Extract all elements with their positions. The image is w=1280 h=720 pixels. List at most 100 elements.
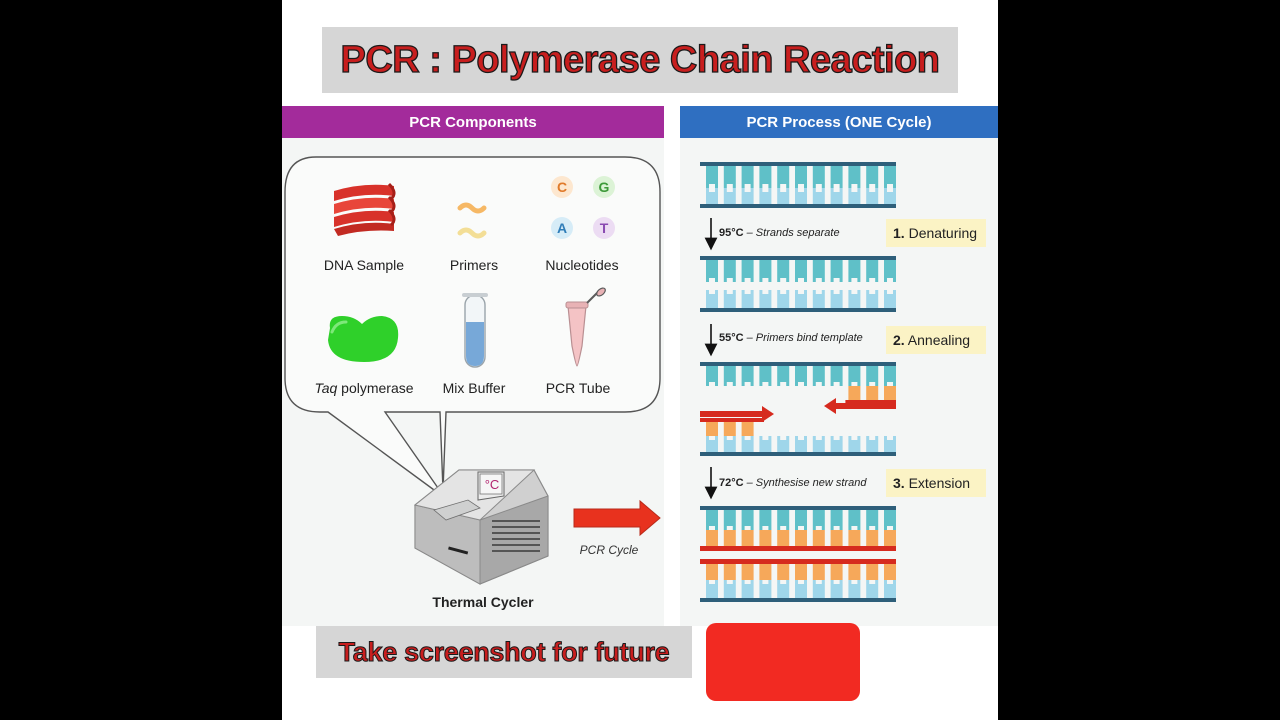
ext2-bottom-base-notch — [798, 580, 804, 584]
separated-top-base — [866, 260, 879, 282]
nucleotides-icon: C G A T — [551, 176, 615, 239]
primers-label: Primers — [450, 257, 498, 273]
strand-bottom-base-notch — [833, 188, 840, 192]
anneal-top-base-notch — [726, 382, 733, 386]
process-header: PCR Process (ONE Cycle) — [680, 106, 998, 138]
ext2-bottom-base-notch — [851, 580, 858, 584]
strand-top-base — [830, 166, 843, 188]
strand-top-base-notch — [887, 184, 893, 188]
anneal-bottom-base-notch — [833, 436, 840, 440]
separated-bottom-base — [777, 290, 790, 308]
nucleotide-c: C — [557, 179, 567, 195]
step-2-desc: – Primers bind template — [744, 332, 863, 344]
strand-top-base-notch — [709, 184, 715, 188]
ext2-bottom-backbone — [700, 598, 896, 602]
strand-top-base-notch — [869, 184, 876, 188]
separated-bottom-base — [795, 290, 807, 308]
ext1-new-base — [759, 530, 772, 546]
anneal-top-base-notch — [780, 382, 787, 386]
anneal-bottom-base-notch — [851, 436, 858, 440]
separated-top-base-notch — [851, 278, 858, 282]
separated-bottom-base — [884, 290, 896, 308]
separated-bottom-base-notch — [887, 290, 893, 294]
strand-top-base — [812, 166, 825, 188]
ext2-bottom-base-notch — [815, 580, 822, 584]
nucleotides-label: Nucleotides — [545, 257, 618, 273]
ext2-new-base — [777, 564, 790, 580]
separated-top-base — [884, 260, 896, 282]
separated-bottom-base-notch — [744, 290, 751, 294]
ext1-new-base — [741, 530, 754, 546]
strand-bottom-base-notch — [726, 188, 733, 192]
ext2-new-base — [795, 564, 807, 580]
strand-top-base — [848, 166, 861, 188]
anneal-bottom-base-notch — [762, 436, 769, 440]
primers-icon — [457, 202, 487, 239]
strand-top-base-notch — [726, 184, 733, 188]
strand-bottom-base-notch — [851, 188, 858, 192]
strand-top-base-notch — [815, 184, 822, 188]
strand-top-base-notch — [762, 184, 769, 188]
ext1-new-base — [866, 530, 879, 546]
separated-top-base-notch — [744, 278, 751, 282]
separated-top-base-notch — [762, 278, 769, 282]
separated-top-base-notch — [709, 278, 715, 282]
ext1-top-base-notch — [780, 526, 787, 530]
red-action-button[interactable] — [706, 623, 860, 701]
ext2-bottom-base — [706, 580, 718, 598]
pcr-diagram: DNA Sample Primers C G A T Nucleotides T… — [284, 156, 986, 610]
ext2-bottom-base-notch — [780, 580, 787, 584]
taq-rest: polymerase — [337, 380, 413, 396]
ext1-top-base — [848, 510, 861, 530]
taq-polymerase-label: Taq polymerase — [314, 380, 413, 396]
ext1-top-base — [866, 510, 879, 530]
thermal-cycler-label: Thermal Cycler — [432, 594, 534, 610]
ext1-new-base — [795, 530, 807, 546]
strand-top-base — [777, 166, 790, 188]
separated-bottom-base-notch — [709, 290, 715, 294]
separated-bottom-base — [759, 290, 772, 308]
ext2-new-backbone — [700, 559, 896, 564]
anneal-bottom-base-notch — [709, 436, 715, 440]
footer-text: Take screenshot for future — [338, 636, 670, 667]
anneal-bottom-primer-base — [741, 422, 754, 436]
separated-top-base — [706, 260, 718, 282]
anneal-top-base — [830, 366, 843, 386]
pcr-cycle-arrow — [573, 499, 661, 537]
anneal-bottom-base-notch — [815, 436, 822, 440]
separated-top-base-notch — [887, 278, 893, 282]
strand-bottom-backbone — [700, 204, 896, 208]
step-extension: 72°C – Synthesise new strand 3. Extensio… — [704, 467, 986, 500]
separated-bottom-base-notch — [798, 290, 804, 294]
footer-banner: Take screenshot for future — [316, 626, 692, 678]
ext2-new-base — [884, 564, 896, 580]
primer-arrow-left — [824, 398, 896, 414]
ext1-top-base-notch — [762, 526, 769, 530]
ext2-new-base — [723, 564, 736, 580]
step-3-text: 72°C – Synthesise new strand — [719, 477, 867, 489]
step-2-name: Annealing — [905, 332, 970, 348]
separated-top-base — [848, 260, 861, 282]
separated-bottom-base-notch — [869, 290, 876, 294]
ext2-new-base — [741, 564, 754, 580]
anneal-bottom-base-notch — [780, 436, 787, 440]
step-3-temp: 72°C — [719, 477, 744, 489]
ext1-top-base-notch — [833, 526, 840, 530]
strand-top-base-notch — [780, 184, 787, 188]
separated-bottom-base — [866, 290, 879, 308]
separated-bottom-backbone — [700, 308, 896, 312]
step-2-text: 55°C – Primers bind template — [719, 332, 863, 344]
strand-top-base — [795, 166, 807, 188]
step-3-name: Extension — [905, 475, 970, 491]
ext1-top-base-notch — [726, 526, 733, 530]
components-header: PCR Components — [282, 106, 664, 138]
anneal-bottom-primer-base — [723, 422, 736, 436]
separated-top-base — [795, 260, 807, 282]
strand-bottom-base-notch — [815, 188, 822, 192]
anneal-top-base — [741, 366, 754, 386]
ext1-top-base-notch — [744, 526, 751, 530]
primer-arrow-right — [700, 406, 774, 422]
ext1-top-base — [723, 510, 736, 530]
ext2-bottom-base-notch — [887, 580, 893, 584]
strand-top-base-notch — [798, 184, 804, 188]
